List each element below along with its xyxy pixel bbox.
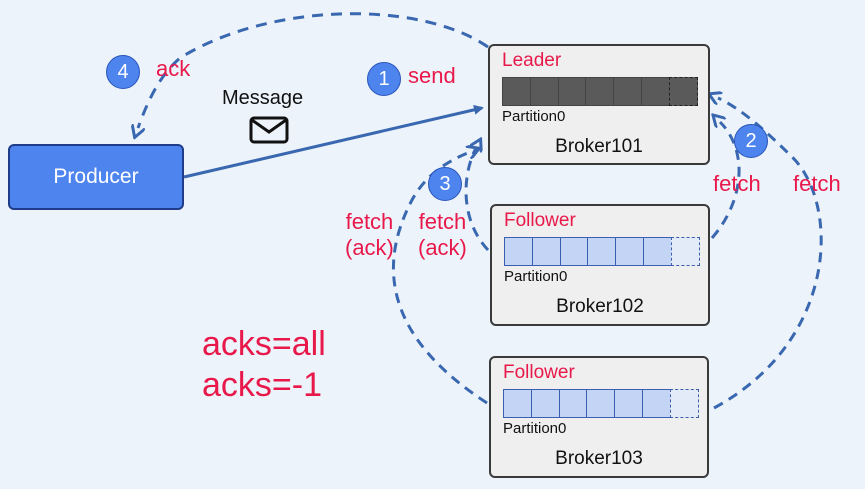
broker-101-log xyxy=(502,77,698,106)
log-cell xyxy=(557,77,587,106)
broker-102-name: Broker102 xyxy=(556,296,644,317)
step-4-badge: 4 xyxy=(106,55,140,89)
broker-102-role: Follower xyxy=(504,210,576,231)
step-3-badge: 3 xyxy=(428,167,462,201)
log-cell xyxy=(614,389,644,418)
broker-101-role: Leader xyxy=(502,50,562,71)
broker-103-name: Broker103 xyxy=(555,448,643,469)
acks-line-2: acks=-1 xyxy=(202,365,322,404)
step-3-label-secondary: fetch (ack) xyxy=(418,209,467,261)
log-cell xyxy=(531,237,562,266)
log-cell-pending xyxy=(669,389,699,418)
log-cell xyxy=(530,389,561,418)
log-cell xyxy=(559,237,589,266)
broker-101-name: Broker101 xyxy=(555,136,643,157)
log-cell xyxy=(558,389,588,418)
log-cell xyxy=(586,389,616,418)
send-arrow xyxy=(183,104,484,179)
log-cell xyxy=(640,77,671,106)
log-cell xyxy=(502,77,532,106)
step-2-label-secondary: fetch xyxy=(793,171,841,196)
log-cell xyxy=(615,237,645,266)
producer-label: Producer xyxy=(53,165,139,188)
step-2-badge: 2 xyxy=(734,124,768,158)
log-cell xyxy=(587,237,617,266)
log-cell xyxy=(585,77,615,106)
broker-102-partition: Partition0 xyxy=(504,268,568,285)
step-1-badge: 1 xyxy=(367,62,401,96)
log-cell xyxy=(613,77,643,106)
step-1-label: send xyxy=(408,63,456,88)
acks-config: acks=all acks=-1 xyxy=(202,324,326,406)
broker-102-log xyxy=(504,237,700,266)
producer-box: Producer xyxy=(8,144,184,210)
broker-103-box: Follower Partition0 Broker103 xyxy=(489,356,709,478)
log-cell xyxy=(529,77,560,106)
log-cell xyxy=(641,389,672,418)
broker-102-box: Follower Partition0 Broker102 xyxy=(490,204,710,326)
fetch-ack-arrow-broker102 xyxy=(464,148,490,252)
broker-103-role: Follower xyxy=(503,362,575,383)
message-label: Message xyxy=(222,87,304,109)
broker-103-log xyxy=(503,389,699,418)
ack-arrow xyxy=(138,12,489,128)
broker-101-box: Leader Partition0 Broker101 xyxy=(488,44,710,165)
envelope-icon xyxy=(249,116,289,144)
log-cell xyxy=(642,237,673,266)
log-cell-pending xyxy=(670,237,700,266)
step-4-label: ack xyxy=(156,56,191,81)
step-2-label: fetch xyxy=(713,171,761,196)
broker-101-partition: Partition0 xyxy=(502,108,566,125)
step-3-label: fetch (ack) xyxy=(345,209,394,261)
fetch-ack-arrow-broker103 xyxy=(392,152,488,405)
log-cell-pending xyxy=(668,77,698,106)
log-cell xyxy=(503,389,533,418)
fetch-arrow-broker102 xyxy=(712,122,741,239)
log-cell xyxy=(504,237,534,266)
acks-line-1: acks=all xyxy=(202,325,326,363)
broker-103-partition: Partition0 xyxy=(503,420,567,437)
fetch-arrow-broker103 xyxy=(714,98,823,410)
